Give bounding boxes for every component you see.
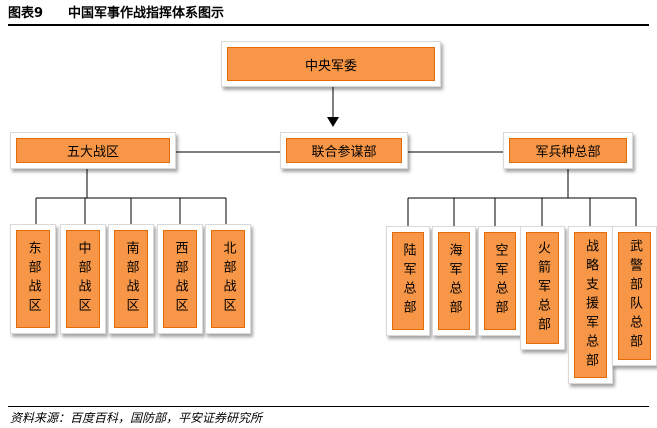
node-army-hq: 陆军总部 <box>386 226 430 336</box>
node-navy-hq: 海军总部 <box>432 226 476 336</box>
node-central-military-commission: 中央军委 <box>221 41 441 87</box>
node-theater-south: 南部战区 <box>108 224 154 334</box>
bottom-rule <box>8 406 649 407</box>
arrowhead <box>327 117 339 127</box>
node-theater-west: 西部战区 <box>157 224 203 334</box>
figure-title-bar: 图表9 中国军事作战指挥体系图示 <box>8 4 648 24</box>
node-five-theaters: 五大战区 <box>10 132 176 169</box>
node-airforce-hq: 空军总部 <box>478 226 522 336</box>
top-rule <box>8 24 649 26</box>
node-theater-east: 东部战区 <box>10 224 56 334</box>
node-strategic-support-hq: 战略支援军总部 <box>568 226 613 384</box>
figure-title: 中国军事作战指挥体系图示 <box>68 6 225 21</box>
node-armed-police-hq: 武警部队总部 <box>612 226 657 366</box>
node-theater-north: 北部战区 <box>205 224 251 334</box>
figure-number: 图表9 <box>8 6 44 21</box>
node-service-headquarters: 军兵种总部 <box>503 132 633 169</box>
node-joint-staff: 联合参谋部 <box>280 132 408 169</box>
node-theater-central: 中部战区 <box>60 224 106 334</box>
node-rocket-force-hq: 火箭军总部 <box>520 226 565 350</box>
source-note: 资料来源：百度百科，国防部，平安证券研究所 <box>10 411 263 425</box>
